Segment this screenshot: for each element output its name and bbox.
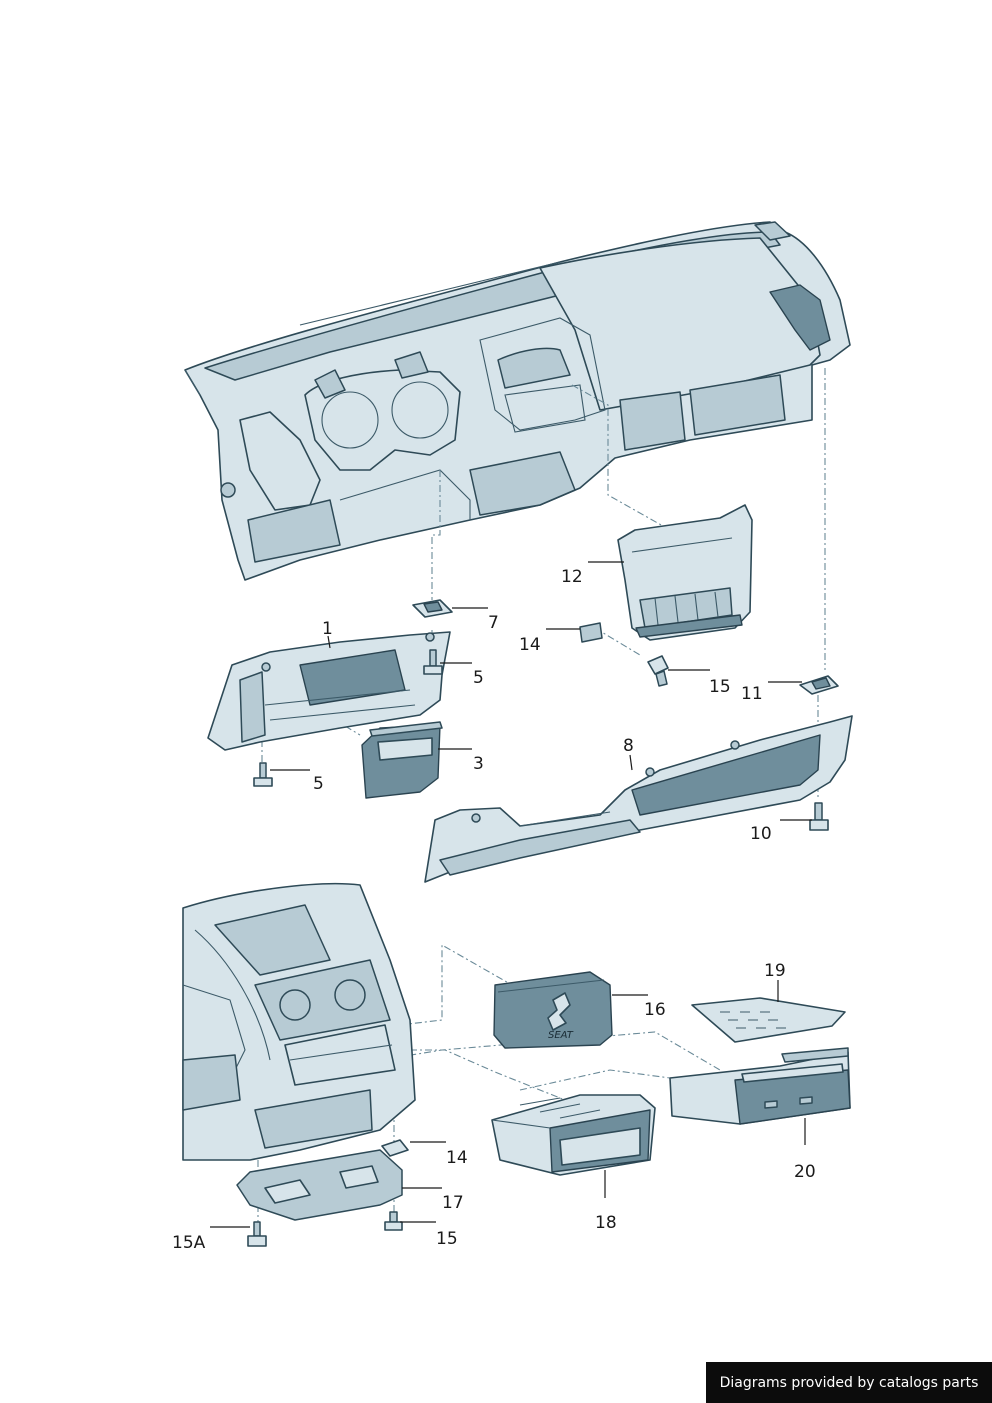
part-15A-screw	[247, 1221, 267, 1247]
label-part-15-lower: 15	[436, 1229, 458, 1249]
label-part-19: 19	[764, 961, 786, 981]
label-part-3: 3	[473, 754, 484, 774]
label-part-10: 10	[750, 824, 772, 844]
leader-lines	[210, 561, 812, 1228]
label-part-5-upper: 5	[473, 668, 484, 688]
part-7-clip	[412, 599, 453, 618]
label-part-15-upper: 15	[709, 677, 731, 697]
part-10-screw	[809, 802, 829, 831]
part-labels: 1 7 5 5 3 12 14 15 11 8 10 19 16 20 14 1…	[172, 567, 816, 1253]
part-11-clip	[799, 675, 839, 695]
part-20-storage-drawer	[669, 1047, 851, 1125]
seat-logo-text: SEAT	[548, 1030, 574, 1041]
label-part-12: 12	[561, 567, 583, 587]
label-part-1: 1	[322, 619, 333, 639]
label-part-11: 11	[741, 684, 763, 704]
part-16-logo-panel: SEAT	[493, 971, 613, 1049]
part-18-storage-box	[491, 1094, 656, 1176]
label-part-8: 8	[623, 736, 634, 756]
label-part-20: 20	[794, 1162, 816, 1182]
credit-banner: Diagrams provided by catalogs parts	[706, 1362, 992, 1403]
part-19-storage-tray-insert	[691, 997, 846, 1043]
label-part-18: 18	[595, 1213, 617, 1233]
label-part-17: 17	[442, 1193, 464, 1213]
part-1-glovebox-frame	[207, 631, 451, 751]
part-5-screw-lower	[253, 762, 273, 787]
part-15-screw-upper	[647, 655, 669, 687]
part-14-clip-upper	[579, 622, 603, 643]
part-12-mounting-bracket	[617, 504, 753, 641]
part-3-latch-cover	[361, 721, 443, 799]
part-8-lower-trim-panel	[424, 715, 853, 883]
label-part-14-upper: 14	[519, 635, 541, 655]
label-part-7: 7	[488, 613, 499, 633]
label-part-14-lower: 14	[446, 1148, 468, 1168]
dashboard-lower-view	[182, 882, 416, 1161]
dashboard-main	[184, 221, 851, 581]
part-5-screw-upper	[423, 649, 443, 675]
label-part-16: 16	[644, 1000, 666, 1020]
part-17-lower-cover	[236, 1149, 403, 1221]
part-15-screw-lower	[384, 1211, 403, 1231]
label-part-15A: 15A	[172, 1233, 206, 1253]
part-14-clip-lower	[381, 1139, 409, 1157]
label-part-5-lower: 5	[313, 774, 324, 794]
